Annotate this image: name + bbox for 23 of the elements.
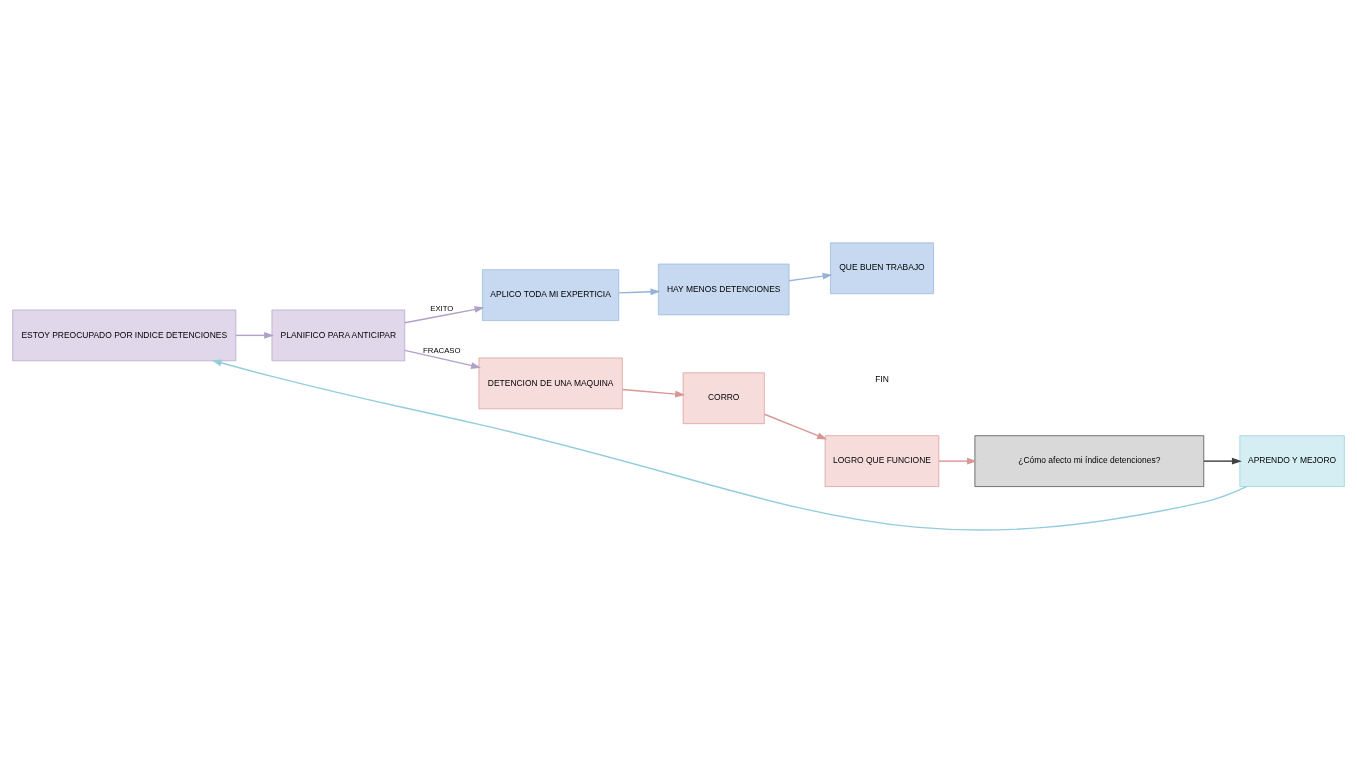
node-box: ESTOY PREOCUPADO POR INDICE DETENCIONES <box>12 309 237 362</box>
node-box: QUE BUEN TRABAJO <box>830 242 934 295</box>
arrow <box>621 388 686 398</box>
node-box: APRENDO Y MEJORO <box>1239 435 1345 487</box>
arrow <box>404 306 485 324</box>
node-box: ¿Cómo afecto mi índice detenciones? <box>974 435 1205 487</box>
node-box: HAY MENOS DETENCIONES <box>658 263 790 316</box>
edge-label: FRACASO <box>423 345 461 355</box>
node-box: APLICO TODA MI EXPERTICIA <box>482 269 620 321</box>
arrow <box>1203 457 1242 465</box>
arrow <box>938 457 977 465</box>
arrow <box>763 413 828 440</box>
node-box: PLANIFICO PARA ANTICIPAR <box>271 309 406 362</box>
arrow <box>618 288 661 296</box>
node-box: CORRO <box>682 372 765 425</box>
arrow <box>788 272 833 282</box>
edge-label: EXITO <box>430 304 454 314</box>
label: FIN <box>875 374 889 385</box>
arrow <box>404 349 481 369</box>
node-box: DETENCION DE UNA MAQUINA <box>478 357 623 410</box>
node-box: LOGRO QUE FUNCIONE <box>824 435 940 487</box>
arrow <box>235 331 275 339</box>
arrow <box>211 359 1248 531</box>
